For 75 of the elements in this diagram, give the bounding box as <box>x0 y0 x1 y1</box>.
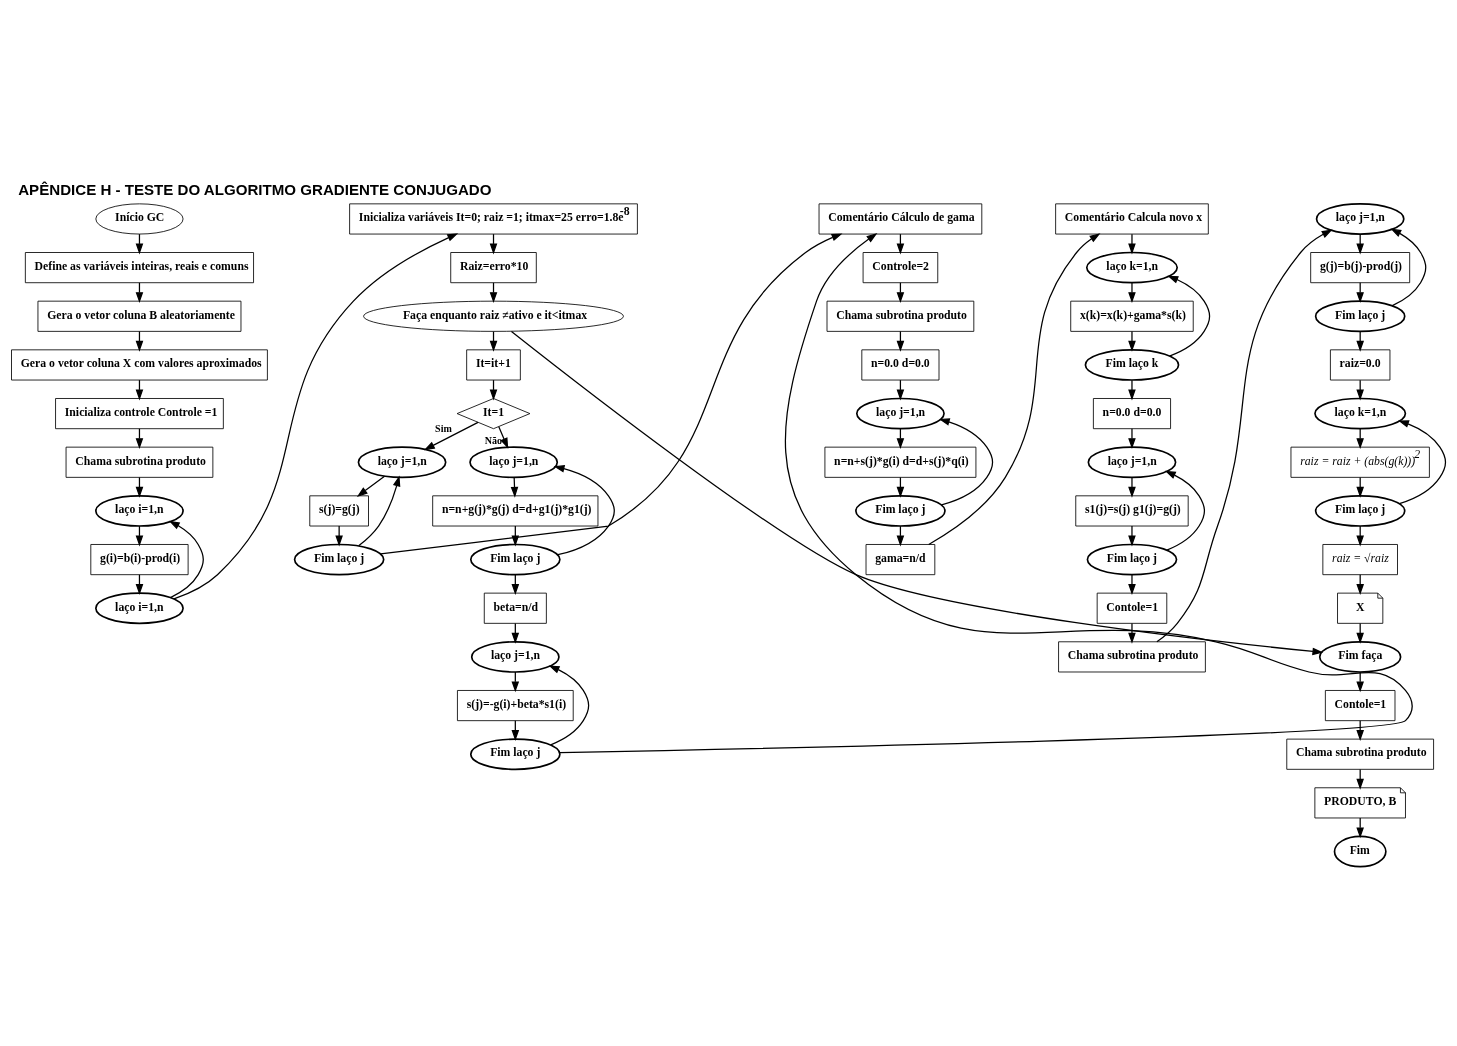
node-ellipse: Fim faça <box>1318 640 1402 673</box>
node-box: Chama subrotina produto <box>826 300 975 332</box>
arrow <box>928 232 1101 545</box>
node-box: s(j)=-g(i)+beta*s1(i) <box>457 689 574 721</box>
node-box: Gera o vetor coluna B aleatoriamente <box>37 300 242 332</box>
arrow <box>335 525 343 546</box>
diagram-title: APÊNDICE H - TESTE DO ALGORITMO GRADIENTE CONJUGADO <box>18 180 492 198</box>
arrow <box>168 520 204 598</box>
node-box: It=it+1 <box>466 348 521 380</box>
node-box: gama=n/d <box>865 543 936 575</box>
node-ellipse: Fim laço j <box>1086 543 1178 575</box>
edge-label: Sim <box>435 422 452 434</box>
arrow <box>1128 427 1136 449</box>
node-ellipse: Fim laço j <box>1314 299 1406 332</box>
node-box: Chama subrotina produto <box>65 446 214 478</box>
node-box: raiz=0.0 <box>1329 348 1391 380</box>
arrow <box>1128 233 1136 254</box>
arrow <box>1128 573 1136 595</box>
node-ellipse: Fim laço j <box>469 737 561 770</box>
arrow <box>548 664 590 745</box>
node-box: Controle=2 <box>862 251 939 283</box>
arrow <box>938 417 994 505</box>
node-ellipse: Fim laço k <box>1084 348 1180 381</box>
arrow <box>1128 622 1136 644</box>
node-box: beta=n/d <box>483 592 547 624</box>
node-box: x(k)=x(k)+gama*s(k) <box>1070 300 1194 332</box>
arrow <box>1128 379 1136 400</box>
arrow <box>1128 476 1136 498</box>
arrow <box>1128 525 1136 546</box>
node-ellipse: Início GC <box>95 202 184 234</box>
node-ellipse: laço j=1,n <box>357 445 447 478</box>
arrow <box>498 425 509 449</box>
node-box: Inicializa controle Controle =1 <box>55 397 224 429</box>
arrow <box>358 475 401 546</box>
arrow <box>1156 228 1333 642</box>
node-box: Define as variáveis inteiras, reais e comuns <box>24 251 254 283</box>
arrow <box>173 232 459 599</box>
node-ellipse: laço k=1,n <box>1314 397 1407 430</box>
node-ellipse: Faça enquanto raiz ≠ativo e it<itmax <box>363 300 624 332</box>
arrow <box>1390 228 1427 306</box>
node-ellipse: Fim laço j <box>469 543 561 575</box>
arrow <box>423 421 479 450</box>
arrow <box>1128 281 1136 303</box>
node-box: Gera o vetor coluna X com valores aproximados <box>11 348 268 380</box>
node-ellipse: Fim laço j <box>855 494 946 527</box>
node-box: raiz = √raiz <box>1322 543 1398 575</box>
edge-label: Não <box>484 434 503 446</box>
node-diamond: It=1 <box>456 397 531 429</box>
node-box: n=0.0 d=0.0 <box>861 348 940 380</box>
node-ellipse: Fim <box>1333 835 1387 867</box>
arrow <box>1398 419 1447 504</box>
node-box: Contole=1 <box>1096 592 1168 624</box>
arrow <box>553 464 615 555</box>
arrow <box>1128 330 1136 352</box>
node-box: g(i)=b(i)-prod(i) <box>90 543 189 575</box>
node-box: Comentário Cálculo de gama <box>818 202 983 234</box>
node-ellipse: laço j=1,n <box>469 445 559 478</box>
arrow <box>1167 275 1211 357</box>
node-ellipse: Fim laço j <box>293 543 385 575</box>
node-box: Comentário Calcula novo x <box>1055 202 1209 234</box>
node-box: s1(j)=s(j) g1(j)=g(j) <box>1075 494 1189 526</box>
node-box: g(j)=b(j)-prod(j) <box>1310 251 1411 283</box>
node-box: Chama subrotina produto <box>1058 640 1206 672</box>
node-box: Raiz=erro*10 <box>450 251 537 283</box>
node-ellipse: laço i=1,n <box>95 591 184 624</box>
node-box: n=n+g(j)*g(j) d=d+g1(j)*g1(j) <box>432 494 599 526</box>
arrow <box>1164 470 1206 551</box>
node-ellipse: laço j=1,n <box>855 397 945 430</box>
node-ellipse: Fim laço j <box>1314 494 1406 527</box>
node-box: n=0.0 d=0.0 <box>1092 397 1171 429</box>
arrow <box>356 475 386 497</box>
node-box: Contole=1 <box>1324 689 1396 721</box>
node-box: s(j)=g(j) <box>309 494 369 526</box>
node-box: n=n+s(j)*g(i) d=d+s(j)*q(i) <box>824 446 977 478</box>
node-box: Chama subrotina produto <box>1286 738 1434 770</box>
